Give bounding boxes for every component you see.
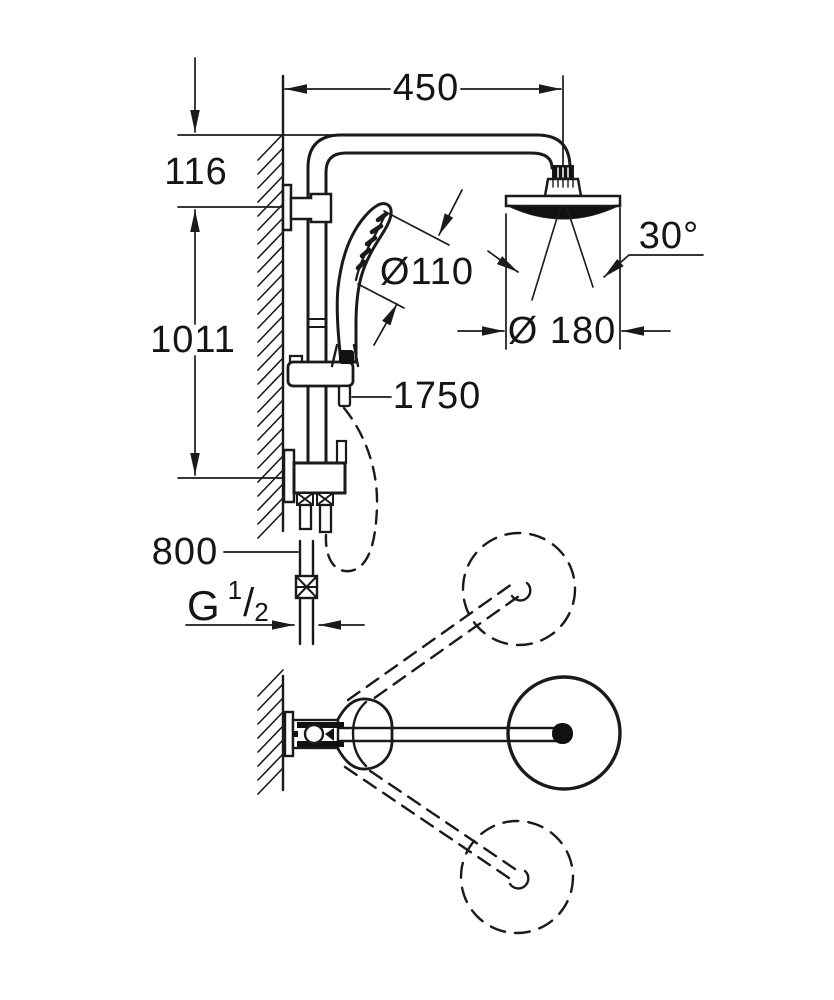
holder-cup <box>330 343 360 368</box>
lower-wall-section <box>257 669 285 795</box>
head-shower <box>504 165 622 301</box>
upper-wall-section <box>257 74 285 539</box>
label-dim-116: 116 <box>164 151 228 193</box>
hand-shower-handle-end <box>339 350 354 364</box>
pivot-hook-down <box>508 869 530 890</box>
spray-angle-annotation <box>487 250 704 278</box>
head-position-up-dashed <box>461 531 577 647</box>
arm-end-cap <box>552 723 573 744</box>
wall-hatching-lower <box>257 669 284 795</box>
shower-pipe <box>306 133 572 465</box>
label-dim-spray-angle: 30° <box>638 215 700 257</box>
hose-nipple <box>337 384 352 408</box>
swivel-arm-down-dashed <box>343 756 517 880</box>
supply-pipe <box>294 539 319 646</box>
hand-shower-body <box>335 202 393 364</box>
wall-hatching <box>257 133 284 539</box>
escutcheon-mouth <box>351 700 368 768</box>
dimension-hand-diameter <box>357 189 463 346</box>
label-dim-1011: 1011 <box>150 319 236 361</box>
dimension-450 <box>284 75 564 168</box>
dimension-head-diameter <box>457 207 671 350</box>
label-dim-supply-height: 800 <box>151 531 219 573</box>
shower-hose <box>324 406 379 573</box>
label-thread-size: G 1 / 2 <box>187 577 269 629</box>
pivot-hook-up <box>510 581 532 602</box>
top-wall-bracket <box>281 183 333 232</box>
escutcheon-bell <box>335 697 394 771</box>
hand-shower-nozzles <box>355 211 389 271</box>
swivel-range <box>343 531 577 935</box>
diverter-stub <box>335 439 348 465</box>
label-dim-head-diameter: Ø 180 <box>507 310 617 352</box>
head-disc-outline <box>506 675 622 791</box>
wall-bracket-top-view <box>283 697 394 771</box>
label-dim-hose-length: 1750 <box>392 375 482 417</box>
thread-numerator: 1 <box>227 575 243 605</box>
thread-letter: G <box>187 582 220 629</box>
pivot-ball <box>303 723 325 745</box>
spray-cone-lines <box>531 207 594 301</box>
slider-holder <box>286 354 355 408</box>
swivel-arm <box>338 726 558 743</box>
thread-slash: / <box>243 581 255 625</box>
swivel-arm-up-dashed <box>346 582 521 713</box>
head-shower-spray-face <box>505 204 621 220</box>
label-dim-hand-diameter: Ø110 <box>379 251 475 293</box>
head-position-down-dashed <box>459 819 575 935</box>
head-shower-disc <box>504 194 622 208</box>
hand-shower <box>330 202 393 368</box>
bottom-valve <box>282 439 348 534</box>
dimension-116-1011 <box>177 57 341 479</box>
rail-joint <box>307 318 327 328</box>
connection-fittings <box>296 492 334 534</box>
thread-denominator: 2 <box>254 597 269 627</box>
head-shower-top-view <box>338 675 622 791</box>
bracket-flange <box>283 710 295 758</box>
label-dim-450: 450 <box>392 67 460 109</box>
